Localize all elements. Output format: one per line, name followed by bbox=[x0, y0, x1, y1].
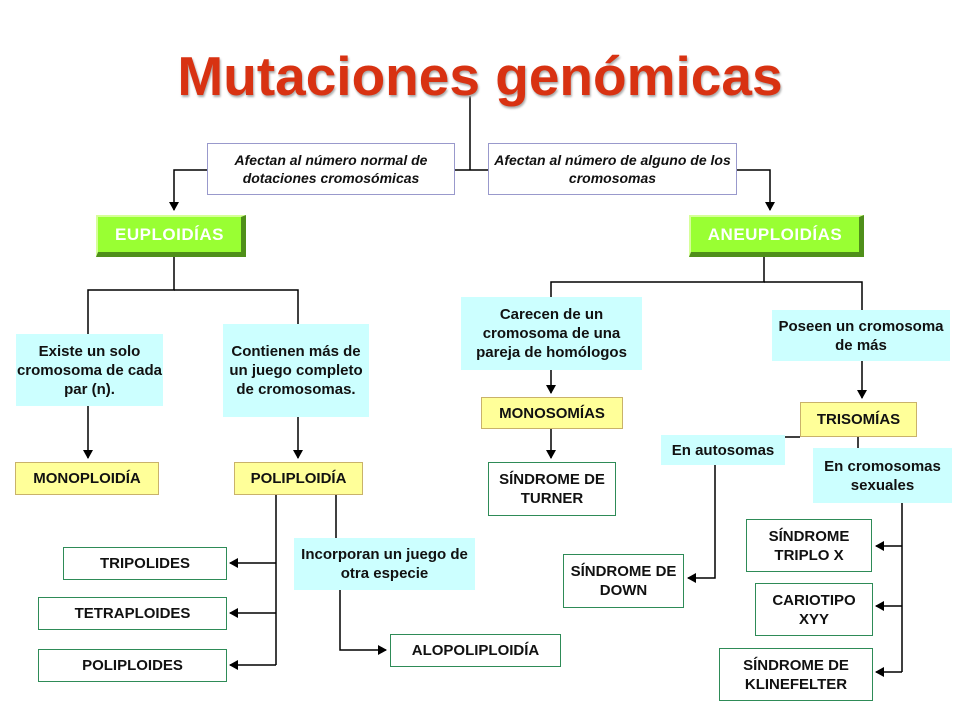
aneuploidias-box: ANEUPLOIDÍAS bbox=[689, 215, 864, 257]
tripolides-box: TRIPOLIDES bbox=[63, 547, 227, 580]
monoploidia-box: MONOPLOIDÍA bbox=[15, 462, 159, 495]
down-box: SÍNDROME DE DOWN bbox=[563, 554, 684, 608]
trisomias-box: TRISOMÍAS bbox=[800, 402, 917, 437]
sexuales-box: En cromosomas sexuales bbox=[813, 448, 952, 503]
alopoliploidia-box: ALOPOLIPLOIDÍA bbox=[390, 634, 561, 667]
poliploidia-box: POLIPLOIDÍA bbox=[234, 462, 363, 495]
existe-solo-box: Existe un solo cromosoma de cada par (n)… bbox=[16, 334, 163, 406]
klinefelter-box: SÍNDROME DE KLINEFELTER bbox=[719, 648, 873, 701]
autosomas-box: En autosomas bbox=[661, 435, 785, 465]
incorporan-box: Incorporan un juego de otra especie bbox=[294, 538, 475, 590]
page-title: Mutaciones genómicas bbox=[177, 45, 783, 107]
note-euploidias: Afectan al número normal de dotaciones c… bbox=[207, 143, 455, 195]
monosomias-box: MONOSOMÍAS bbox=[481, 397, 623, 429]
carecen-box: Carecen de un cromosoma de una pareja de… bbox=[461, 297, 642, 370]
triplo-x-box: SÍNDROME TRIPLO X bbox=[746, 519, 872, 572]
xyy-box: CARIOTIPO XYY bbox=[755, 583, 873, 636]
note-aneuploidias: Afectan al número de alguno de los cromo… bbox=[488, 143, 737, 195]
contienen-mas-box: Contienen más de un juego completo de cr… bbox=[223, 324, 369, 417]
tetraploides-box: TETRAPLOIDES bbox=[38, 597, 227, 630]
turner-box: SÍNDROME DE TURNER bbox=[488, 462, 616, 516]
poliploides-box: POLIPLOIDES bbox=[38, 649, 227, 682]
euploidias-box: EUPLOIDÍAS bbox=[96, 215, 246, 257]
poseen-box: Poseen un cromosoma de más bbox=[772, 310, 950, 361]
